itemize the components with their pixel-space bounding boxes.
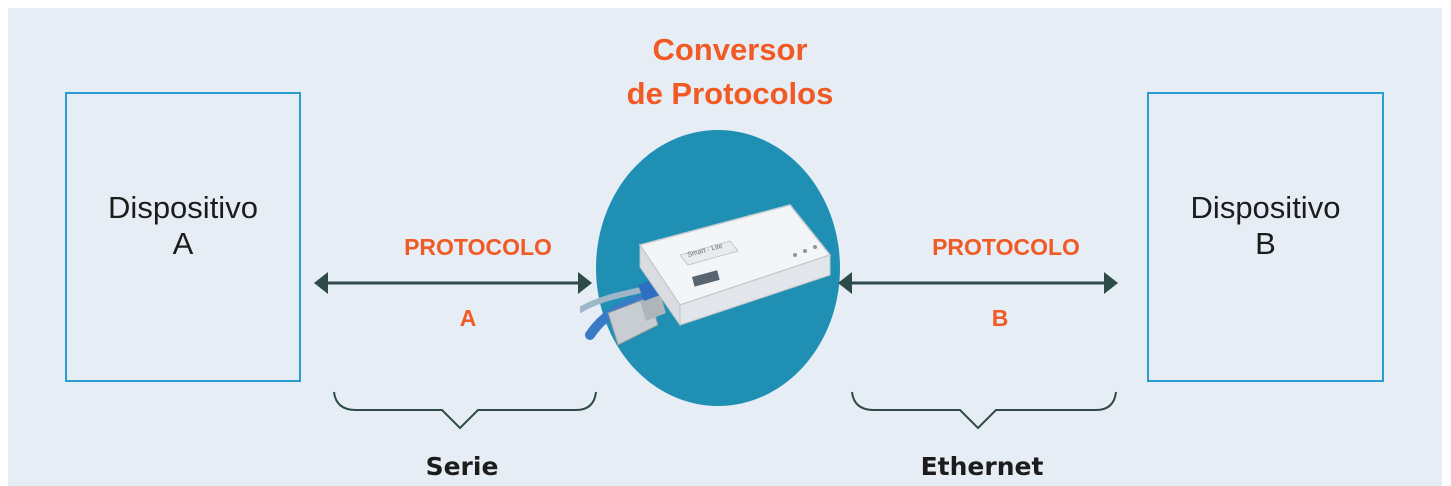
- device-a-label: Dispositivo A: [67, 190, 299, 262]
- device-b-box: Dispositivo B: [1147, 92, 1384, 382]
- device-a-label-line1: Dispositivo: [108, 190, 258, 225]
- double-arrow-a: [314, 272, 592, 294]
- device-a-label-line2: A: [172, 226, 194, 261]
- brace-ethernet: [851, 391, 1117, 430]
- device-b-label-line2: B: [1255, 226, 1276, 261]
- protocol-converter-device-icon: Smart · Lite: [580, 204, 832, 346]
- title-line-2: de Protocolos: [626, 76, 834, 111]
- protocol-b-label: PROTOCOLO: [932, 234, 1080, 260]
- protocol-a-label: PROTOCOLO: [404, 234, 552, 260]
- ethernet-label: Ethernet: [920, 452, 1044, 481]
- title-line-1: Conversor: [652, 32, 808, 67]
- protocol-a-letter: A: [459, 305, 477, 331]
- device-b-label: Dispositivo B: [1149, 190, 1382, 262]
- serie-label: Serie: [425, 452, 499, 481]
- diagram-title: Conversor de Protocolos: [570, 28, 890, 116]
- device-b-label-line1: Dispositivo: [1190, 190, 1341, 225]
- brace-serie: [333, 391, 597, 430]
- protocol-b-letter: B: [991, 305, 1009, 331]
- device-a-box: Dispositivo A: [65, 92, 301, 382]
- double-arrow-b: [838, 272, 1118, 294]
